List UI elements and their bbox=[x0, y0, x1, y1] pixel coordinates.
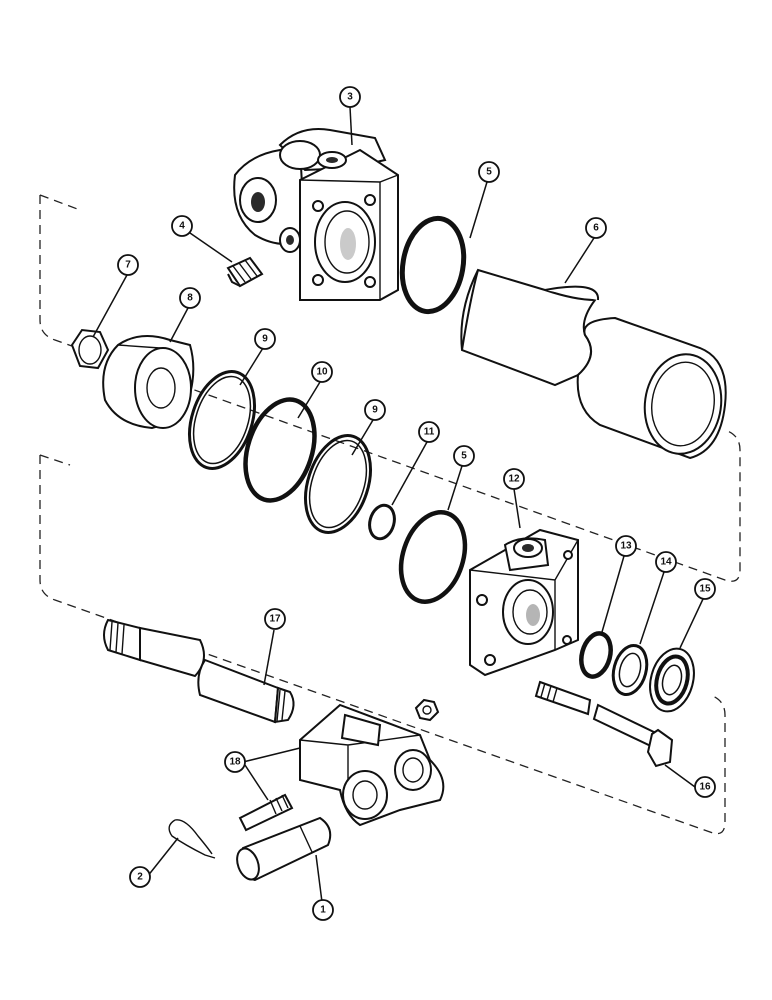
callout-17: 17 bbox=[264, 608, 286, 630]
leader-lines bbox=[92, 106, 704, 903]
piston bbox=[102, 335, 195, 430]
callout-11: 11 bbox=[418, 421, 440, 443]
svg-text:7: 7 bbox=[125, 260, 131, 271]
lock-nut bbox=[414, 698, 440, 722]
breather-fitting bbox=[226, 256, 264, 288]
callout-5-upper: 5 bbox=[478, 161, 500, 183]
wear-ring-second bbox=[304, 434, 372, 534]
clevis-pin bbox=[236, 816, 332, 882]
callout-16: 16 bbox=[694, 776, 716, 798]
hair-pin-clip bbox=[168, 819, 216, 859]
rod-seal-ring bbox=[579, 631, 613, 679]
callout-12: 12 bbox=[503, 468, 525, 490]
callout-18: 18 bbox=[224, 751, 246, 773]
svg-text:4: 4 bbox=[179, 221, 185, 232]
svg-text:1: 1 bbox=[320, 905, 326, 916]
svg-text:2: 2 bbox=[137, 872, 143, 883]
clevis bbox=[299, 703, 445, 827]
rod-wiper bbox=[649, 647, 695, 713]
svg-text:18: 18 bbox=[229, 757, 241, 768]
svg-text:3: 3 bbox=[347, 92, 353, 103]
callout-6: 6 bbox=[585, 217, 607, 239]
svg-text:15: 15 bbox=[699, 584, 711, 595]
svg-text:16: 16 bbox=[699, 782, 711, 793]
svg-text:13: 13 bbox=[620, 541, 632, 552]
svg-text:11: 11 bbox=[424, 427, 435, 438]
upper-group-outline bbox=[39, 195, 741, 582]
rod-wiper-washer bbox=[611, 643, 649, 697]
callout-15: 15 bbox=[694, 578, 716, 600]
svg-text:6: 6 bbox=[593, 223, 599, 234]
callout-5-lower: 5 bbox=[453, 445, 475, 467]
clevis-bolt bbox=[238, 793, 294, 832]
callout-13: 13 bbox=[615, 535, 637, 557]
svg-text:5: 5 bbox=[461, 451, 467, 462]
callout-8: 8 bbox=[179, 287, 201, 309]
wear-ring-first bbox=[188, 370, 256, 470]
cylinder-head-upper bbox=[233, 128, 399, 301]
svg-text:9: 9 bbox=[262, 334, 268, 345]
svg-text:12: 12 bbox=[508, 474, 520, 485]
svg-text:5: 5 bbox=[486, 167, 492, 178]
piston-seal bbox=[243, 397, 317, 503]
svg-text:14: 14 bbox=[660, 557, 672, 568]
cylinder-head-lower bbox=[469, 528, 579, 677]
o-ring-small bbox=[368, 503, 396, 541]
svg-text:9: 9 bbox=[372, 405, 378, 416]
piston-nut bbox=[70, 328, 110, 370]
callout-9-second: 9 bbox=[364, 399, 386, 421]
svg-text:10: 10 bbox=[316, 367, 328, 378]
lower-group-outline-top bbox=[39, 454, 71, 466]
piston-rod bbox=[103, 618, 295, 724]
svg-text:8: 8 bbox=[187, 293, 193, 304]
callout-7: 7 bbox=[117, 254, 139, 276]
callout-4: 4 bbox=[171, 215, 193, 237]
callout-9-first: 9 bbox=[254, 328, 276, 350]
tie-bolt bbox=[534, 680, 674, 768]
callout-10: 10 bbox=[311, 361, 333, 383]
callout-2: 2 bbox=[129, 866, 151, 888]
callout-3: 3 bbox=[339, 86, 361, 108]
callout-1: 1 bbox=[312, 899, 334, 921]
cylinder-tube bbox=[460, 268, 727, 460]
o-ring-upper bbox=[399, 215, 467, 315]
lower-group-outline bbox=[39, 455, 726, 835]
upper-group-outline-top bbox=[39, 194, 81, 211]
svg-text:17: 17 bbox=[269, 614, 281, 625]
o-ring-lower bbox=[398, 510, 468, 604]
callout-14: 14 bbox=[655, 551, 677, 573]
